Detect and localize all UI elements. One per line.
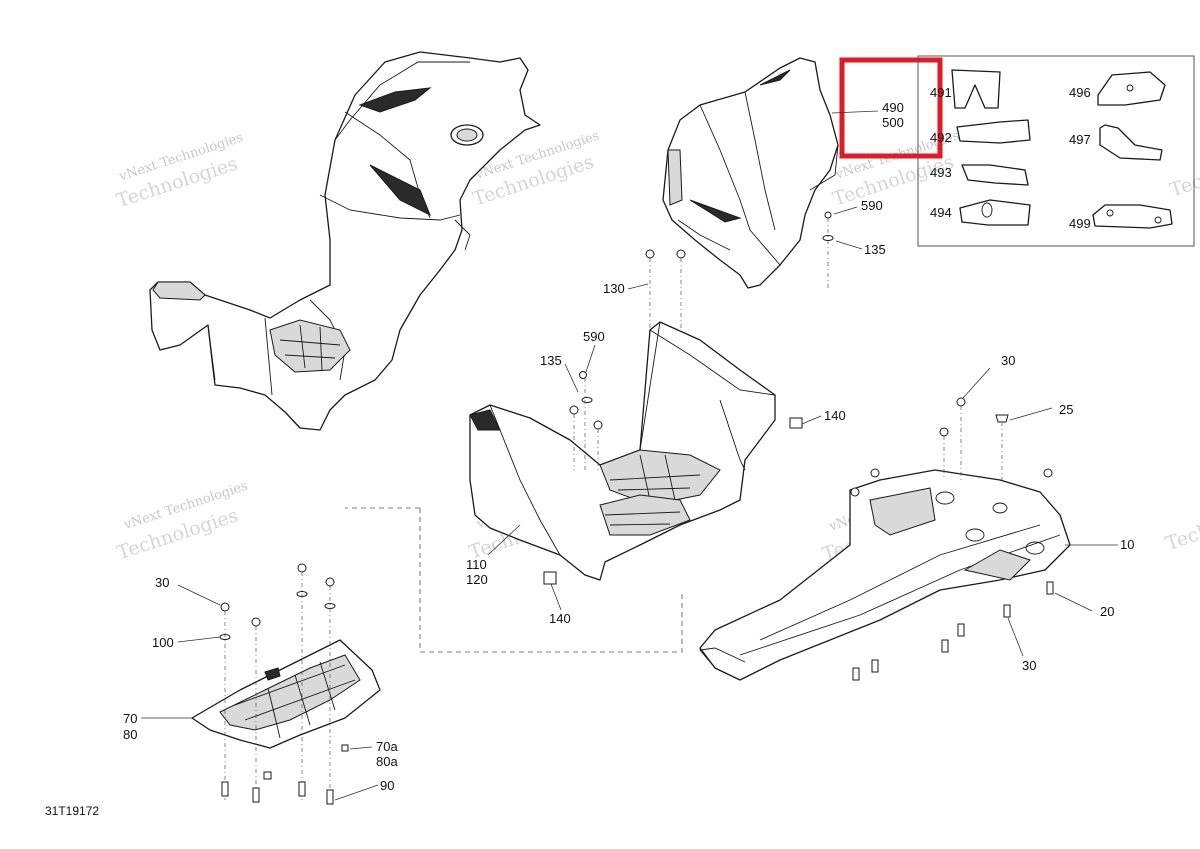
left-fender-assembly [149, 51, 541, 431]
decals-inset-frame [917, 55, 1195, 247]
decal-499 [1092, 204, 1173, 229]
callout-497: 497 [1069, 132, 1091, 147]
callout-499: 499 [1069, 216, 1091, 231]
drawing-code: 31T19172 [45, 804, 99, 818]
callout-90: 90 [380, 778, 394, 793]
callout-20: 20 [1100, 604, 1114, 619]
decal-492 [956, 119, 1031, 144]
callout-130: 130 [603, 281, 625, 296]
callout-491: 491 [930, 85, 952, 100]
callout-140-bottom: 140 [549, 611, 571, 626]
decal-496 [1097, 71, 1166, 106]
callout-25: 25 [1059, 402, 1073, 417]
callout-100: 100 [152, 635, 174, 650]
callout-70a: 70a [376, 739, 398, 754]
callout-labels: 490 500 491 492 493 494 496 497 499 590 … [45, 85, 1134, 818]
center-fasteners [543, 211, 834, 585]
callout-120: 120 [466, 572, 488, 587]
callout-80a: 80a [376, 754, 398, 769]
left-skid-plate [191, 563, 381, 805]
decal-494 [959, 199, 1031, 226]
callout-10: 10 [1120, 537, 1134, 552]
leader-lines [141, 110, 1118, 801]
callout-110: 110 [466, 557, 487, 572]
callout-30-top: 30 [1001, 353, 1015, 368]
callout-490: 490 [882, 100, 904, 115]
callout-492: 492 [930, 130, 952, 145]
center-footrest-assembly [469, 211, 834, 585]
callout-500: 500 [882, 115, 904, 130]
callout-494: 494 [930, 205, 952, 220]
decals-inset [917, 55, 1195, 247]
connector-line [345, 507, 683, 653]
callout-135-top: 135 [864, 242, 886, 257]
decal-493 [961, 164, 1029, 186]
callout-70: 70 [123, 711, 137, 726]
watermark-line2: Technologies [1167, 142, 1200, 202]
callout-493: 493 [930, 165, 952, 180]
callout-30-bottom: 30 [1022, 658, 1036, 673]
callout-140-right: 140 [824, 408, 846, 423]
decal-497 [1099, 124, 1163, 161]
watermark-line2: Technologies [1163, 495, 1200, 555]
callout-590-top: 590 [861, 198, 883, 213]
callout-590-mid: 590 [583, 329, 605, 344]
callout-30-left: 30 [155, 575, 169, 590]
decal-491 [951, 69, 1001, 109]
callout-496: 496 [1069, 85, 1091, 100]
right-skid-plate [699, 397, 1071, 681]
callout-80: 80 [123, 727, 137, 742]
highlight-frame [839, 57, 943, 159]
callout-135-mid: 135 [540, 353, 562, 368]
right-fender-assembly [662, 57, 839, 289]
